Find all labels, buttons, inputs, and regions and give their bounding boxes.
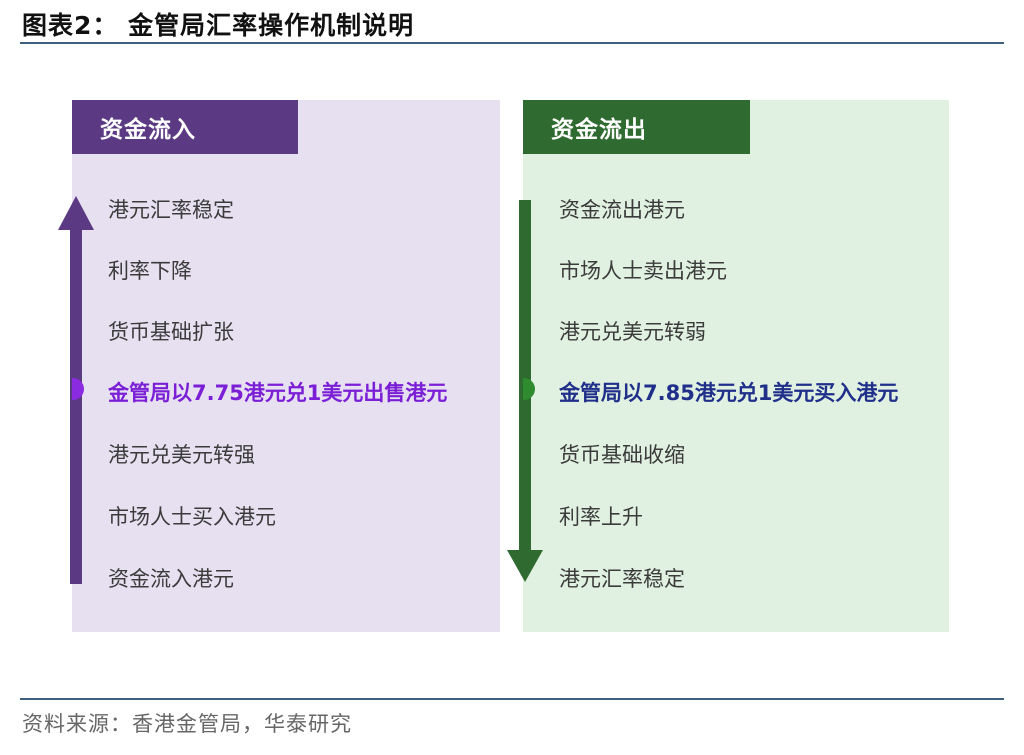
outflow-item-highlight: 金管局以7.85港元兑1美元买入港元 [559, 381, 899, 405]
outflow-item: 港元汇率稳定 [559, 567, 685, 591]
figure-title: 图表2： 金管局汇率操作机制说明 [22, 11, 415, 40]
inflow-header: 资金流入 [72, 100, 298, 154]
inflow-item: 利率下降 [108, 259, 192, 283]
outflow-item: 市场人士卖出港元 [559, 259, 727, 283]
inflow-panel: 资金流入 港元汇率稳定 利率下降 货币基础扩张 金管局以7.75港元兑1美元出售… [58, 100, 500, 632]
inflow-marker-dot [72, 378, 84, 400]
inflow-item: 市场人士买入港元 [108, 505, 276, 529]
inflow-item: 港元兑美元转强 [108, 443, 255, 467]
outflow-item: 资金流出港元 [559, 198, 685, 222]
source-divider [20, 698, 1004, 700]
source-note: 资料来源：香港金管局，华泰研究 [22, 712, 352, 736]
inflow-item-highlight: 金管局以7.75港元兑1美元出售港元 [108, 381, 448, 405]
outflow-item: 货币基础收缩 [559, 443, 685, 467]
title-divider [20, 42, 1004, 44]
outflow-header: 资金流出 [523, 100, 750, 154]
outflow-panel: 资金流出 资金流出港元 市场人士卖出港元 港元兑美元转弱 金管局以7.85港元兑… [507, 100, 949, 632]
inflow-item: 货币基础扩张 [108, 320, 234, 344]
outflow-marker-dot [523, 378, 535, 400]
outflow-item: 利率上升 [559, 505, 643, 529]
outflow-item: 港元兑美元转弱 [559, 320, 706, 344]
inflow-item: 港元汇率稳定 [108, 198, 234, 222]
inflow-item: 资金流入港元 [108, 567, 234, 591]
